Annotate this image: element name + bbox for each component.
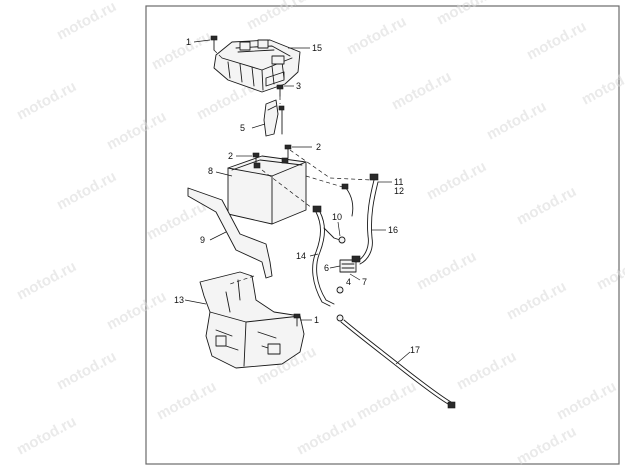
diagram-frame [145,5,620,465]
ground-wire [336,314,456,409]
callout-labels: 1 15 3 5 2 2 8 11 12 10 16 9 14 6 4 7 13… [174,37,420,355]
bolt-top-icon [210,35,218,51]
terminal-bolt-icon [252,152,260,164]
callout-1-top: 1 [186,37,191,47]
terminal-bracket [263,99,285,137]
callout-7: 7 [362,277,367,287]
terminal-bolt-icon [284,144,292,159]
callout-1-bottom: 1 [314,315,319,325]
callout-13: 13 [174,295,184,305]
callout-2-right: 2 [316,142,321,152]
watermark-text: motod.ru [54,168,119,214]
battery-tray [199,271,305,369]
watermark-text: motod.ru [54,348,119,394]
bolt-small-icon [276,84,284,97]
leader-lines [184,39,411,365]
callout-3: 3 [296,81,301,91]
callout-4: 4 [346,277,351,287]
callout-5: 5 [240,123,245,133]
callout-10: 10 [332,212,342,222]
callout-2-left: 2 [228,151,233,161]
callout-15: 15 [312,43,322,53]
starter-relay [339,255,361,273]
callout-9: 9 [200,235,205,245]
callout-12: 12 [394,186,404,196]
battery-top-cover [213,39,301,93]
tray-bolt-icon [293,313,301,327]
positive-cable [341,173,379,265]
battery-strap [187,187,273,279]
callout-6: 6 [324,263,329,273]
callout-16: 16 [388,225,398,235]
watermark-text: motod.ru [14,413,79,459]
watermark-text: motod.ru [54,0,119,44]
washer-icon [336,286,344,294]
callout-17: 17 [410,345,420,355]
callout-8: 8 [208,166,213,176]
callout-14: 14 [296,251,306,261]
alignment-lines [213,49,373,285]
battery [227,155,307,225]
callout-11: 11 [394,177,403,187]
watermark-text: motod.ru [14,258,79,304]
negative-cable [312,205,346,307]
watermark-text: motod.ru [14,78,79,124]
